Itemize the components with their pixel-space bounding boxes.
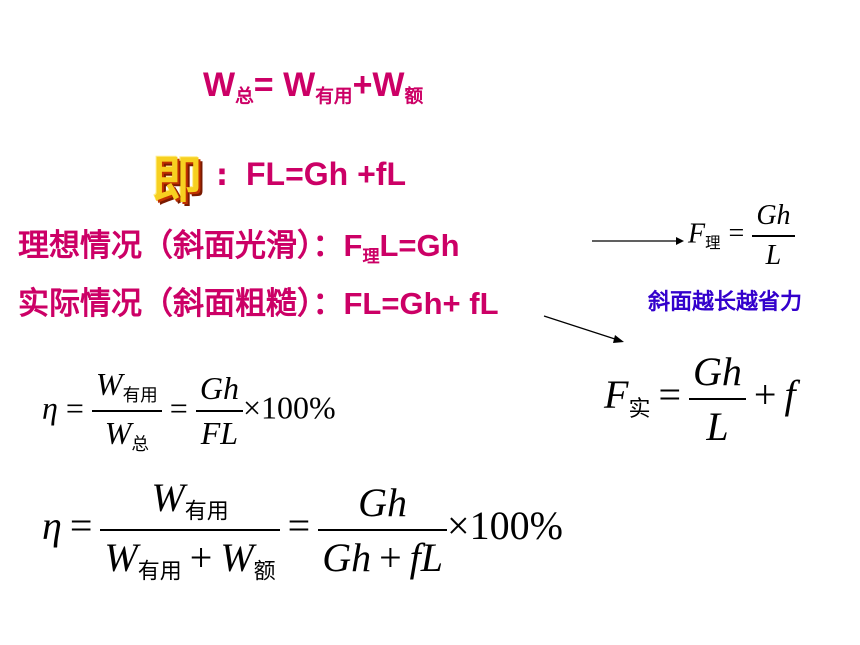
fraction-bar <box>91 410 162 413</box>
actual-rhs-numerator: Gh <box>693 349 742 394</box>
plus-w: +W <box>352 66 405 104</box>
eta2-den-sub2: 额 <box>253 559 276 585</box>
eta1-den-w: W <box>104 415 132 452</box>
ideal-subscript: 理 <box>362 246 380 267</box>
longer-slope-note: 斜面越长越省力 <box>648 290 803 315</box>
fl-equation: FL=Gh +fL <box>246 156 406 192</box>
useful-subscript: 有用 <box>315 86 353 108</box>
eta2-num-sub: 有用 <box>184 499 229 525</box>
eta2-den-sub1: 有用 <box>137 559 182 585</box>
eta2-percent: ×100% <box>447 502 563 548</box>
ji-colon: : <box>216 158 228 193</box>
actual-case-label: 实际情况（斜面粗糙）： <box>18 286 344 321</box>
ideal-case-label: 理想情况（斜面光滑）： <box>18 228 344 263</box>
eta1-num-2: Gh <box>199 370 239 407</box>
w-symbol-useful: W <box>283 66 316 104</box>
eta2-num-w: W <box>151 475 185 520</box>
eta-symbol: η <box>42 502 62 548</box>
eta2-den-w2: W <box>220 534 254 580</box>
ideal-rhs-denominator: L <box>765 240 782 271</box>
ideal-rhs-f: F <box>688 218 706 250</box>
total-subscript: 总 <box>235 86 254 108</box>
ji-wordart: 即 <box>152 151 202 209</box>
eta1-den-2: FL <box>200 415 239 452</box>
eta2-den-fl: fL <box>409 534 444 580</box>
ideal-rhs-equals: = <box>728 218 745 250</box>
actual-rhs-subscript: 实 <box>628 396 651 422</box>
eta1-den-1: W总 <box>101 415 153 456</box>
actual-rhs-equals: = <box>658 372 682 418</box>
eta1-num-w: W <box>95 366 123 402</box>
actual-rhs-f: F <box>604 372 629 418</box>
ideal-f: F <box>343 228 363 263</box>
eta2-den-2: Gh+fL <box>318 534 447 581</box>
total-work-equation: W总= W有用+W额 <box>203 66 423 109</box>
fraction-bar <box>752 235 795 237</box>
eta1-den-sub: 总 <box>131 435 149 456</box>
eta2-equals-1: = <box>69 502 93 548</box>
actual-rhs-friction: f <box>784 372 796 418</box>
eta2-den-plus: + <box>189 534 213 580</box>
eta2-den-w1: W <box>104 534 138 580</box>
equals-sign: = <box>253 66 284 104</box>
actual-rhs-plus: + <box>753 372 777 418</box>
eta2-equals-2: = <box>287 502 311 548</box>
eta1-num-sub: 有用 <box>122 386 158 407</box>
eta2-num-2: Gh <box>358 479 408 525</box>
ideal-formula-rest: L=Gh <box>379 228 460 263</box>
fraction-bar <box>195 410 243 413</box>
actual-formula: FL=Gh+ fL <box>343 286 499 321</box>
ideal-rhs-numerator: Gh <box>756 200 791 231</box>
eta1-percent: ×100% <box>242 389 336 426</box>
eta2-den-1: W有用+W额 <box>100 534 279 586</box>
ideal-case-line: 理想情况（斜面光滑）：F理L=Gh <box>18 220 460 267</box>
fraction-bar <box>689 398 746 400</box>
eta1-num-1: W有用 <box>92 366 162 407</box>
actual-rhs-denominator: L <box>706 404 729 449</box>
eta-symbol: η <box>42 389 58 426</box>
actual-case-line: 实际情况（斜面粗糙）：FL=Gh+ fL <box>18 278 499 323</box>
ideal-arrow <box>592 237 684 245</box>
eta1-equals-1: = <box>65 389 84 426</box>
eta1-equals-2: = <box>169 389 188 426</box>
eta2-num-1: W有用 <box>147 474 232 526</box>
eta2-den-gh: Gh <box>322 534 372 580</box>
fraction-bar <box>100 528 280 531</box>
eta2-den2-plus: + <box>379 534 402 580</box>
actual-arrow <box>543 315 624 343</box>
extra-subscript: 额 <box>404 86 424 108</box>
w-symbol: W <box>203 66 236 104</box>
fraction-bar <box>318 528 448 531</box>
ideal-rhs-subscript: 理 <box>705 233 721 252</box>
